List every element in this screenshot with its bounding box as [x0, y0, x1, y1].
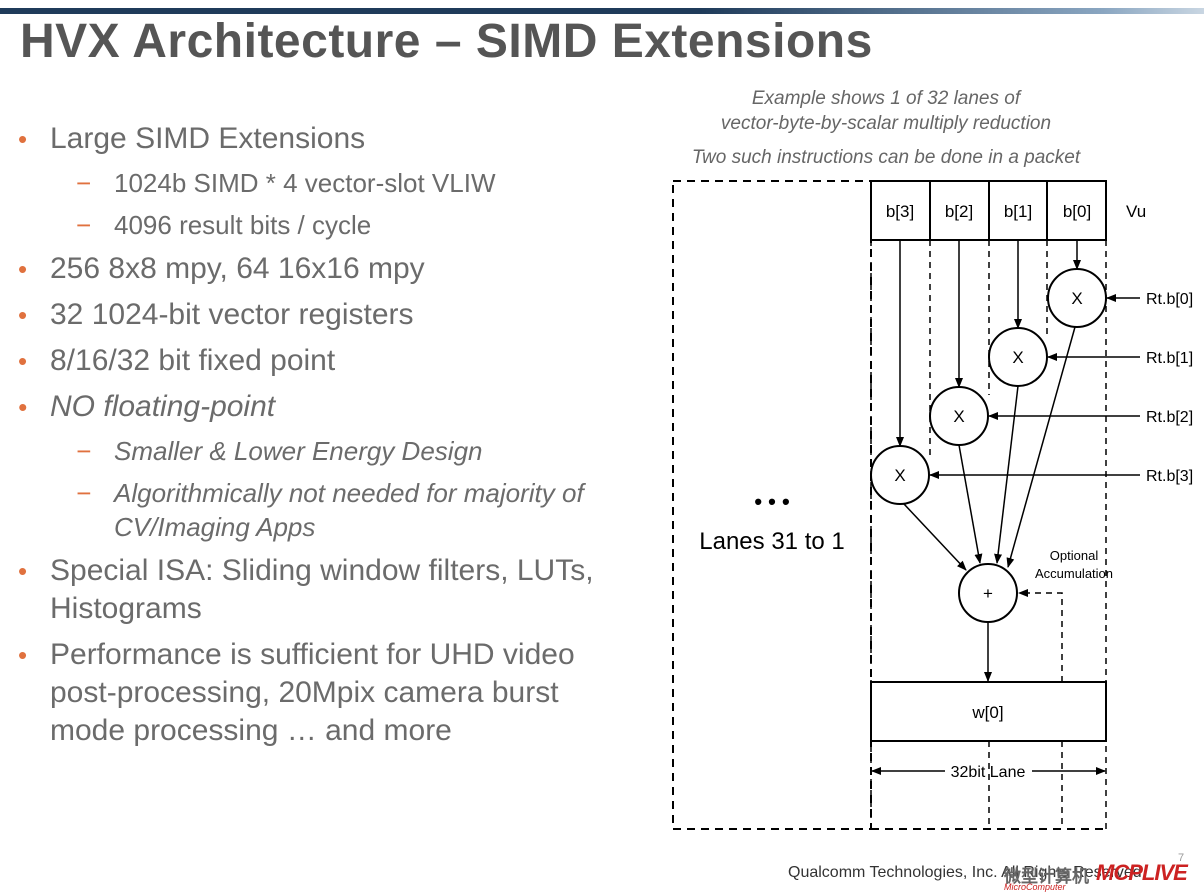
- output-label: w[0]: [971, 703, 1003, 722]
- multiplier-2-symbol: X: [953, 407, 964, 426]
- sub-bullet-item: −4096 result bits / cycle: [18, 208, 638, 242]
- bullet-item: • 32 1024-bit vector registers: [18, 296, 638, 334]
- bullet-marker: •: [18, 346, 28, 376]
- sub-bullet-marker: −: [76, 436, 92, 466]
- vu-cell-b3: b[3]: [886, 202, 914, 221]
- bullet-item: • 256 8x8 mpy, 64 16x16 mpy: [18, 250, 638, 288]
- caption-line-3: Two such instructions can be done in a p…: [692, 147, 1081, 168]
- caption-line-2: vector-byte-by-scalar multiply reduction: [721, 113, 1051, 134]
- bullet-text: Large SIMD Extensions: [50, 122, 366, 155]
- title-bar-dark: [0, 8, 700, 14]
- sub-bullet-item: −1024b SIMD * 4 vector-slot VLIW: [18, 166, 638, 200]
- watermark-en: MicroComputer: [1004, 882, 1066, 892]
- vu-cell-b1: b[1]: [1004, 202, 1032, 221]
- accumulation-label: Accumulation: [1035, 566, 1113, 581]
- bullet-text: Performance is sufficient for UHD video …: [50, 638, 575, 747]
- rt-label-b0: Rt.b[0]: [1146, 291, 1193, 308]
- watermark-brand: MCPLIVE: [1096, 860, 1188, 885]
- sub-bullet-marker: −: [76, 168, 92, 198]
- bullet-text: 256 8x8 mpy, 64 16x16 mpy: [50, 252, 425, 285]
- sub-bullet-item: −Smaller & Lower Energy Design: [18, 434, 638, 468]
- title-bar-accent: [0, 0, 1204, 14]
- arrow-mult2-to-adder: [958, 444, 983, 564]
- bullet-item: • Special ISA: Sliding window filters, LU…: [18, 552, 638, 628]
- arrow-mult3-to-adder: [903, 503, 967, 571]
- sub-bullet-marker: −: [76, 210, 92, 240]
- watermark-logo: 微型计算机 MicroComputer MCPLIVE: [1004, 860, 1188, 892]
- caption-line-1: Example shows 1 of 32 lanes of: [752, 88, 1022, 109]
- vu-cell-b0: b[0]: [1063, 202, 1091, 221]
- rt-label-b1: Rt.b[1]: [1146, 350, 1193, 367]
- output-register: [870, 681, 1107, 742]
- sub-bullet-marker: −: [76, 478, 92, 508]
- bullet-marker: •: [18, 556, 28, 586]
- adder-symbol: +: [983, 584, 993, 603]
- title-bar-light: [700, 8, 1204, 14]
- accumulation-feedback-path: [1018, 589, 1063, 682]
- bullet-text: Special ISA: Sliding window filters, LUT…: [50, 554, 594, 625]
- bullet-item: • 8/16/32 bit fixed point: [18, 342, 638, 380]
- arrow-mult0-to-adder: [1006, 326, 1076, 568]
- slide-title: HVX Architecture – SIMD Extensions: [20, 15, 873, 68]
- bullet-item: • Performance is sufficient for UHD video…: [18, 636, 638, 750]
- bullet-marker: •: [18, 300, 28, 330]
- bullet-marker: •: [18, 124, 28, 154]
- bullet-marker: •: [18, 640, 28, 670]
- bullet-marker: •: [18, 254, 28, 284]
- footer-copyright: Qualcomm Technologies, Inc. All Rights R…: [788, 864, 1142, 881]
- multiplier-0-symbol: X: [1071, 289, 1082, 308]
- sub-bullet-text: 1024b SIMD * 4 vector-slot VLIW: [114, 168, 496, 198]
- lanes-label: Lanes 31 to 1: [699, 528, 844, 555]
- multiplier-1-symbol: X: [1012, 348, 1023, 367]
- arrow-mult1-to-adder: [994, 385, 1019, 564]
- sub-bullet-text: Smaller & Lower Energy Design: [114, 436, 483, 466]
- lanes-ellipsis: • • •: [754, 489, 789, 514]
- sub-bullet-text: 4096 result bits / cycle: [114, 210, 372, 240]
- optional-label: Optional: [1050, 548, 1099, 563]
- rt-label-b3: Rt.b[3]: [1146, 468, 1193, 485]
- sub-bullet-text: Algorithmically not needed for majority …: [114, 478, 584, 542]
- sub-bullet-item: −Algorithmically not needed for majority…: [18, 476, 638, 544]
- bullet-text: NO floating-point: [50, 390, 276, 423]
- bullet-text: 32 1024-bit vector registers: [50, 298, 414, 331]
- bullet-item: • NO floating-point: [18, 388, 638, 426]
- vu-cell-b2: b[2]: [945, 202, 973, 221]
- bullet-list: •Large SIMD Extensions−1024b SIMD * 4 ve…: [18, 120, 638, 758]
- page-number: 7: [1178, 852, 1185, 864]
- bullet-text: 8/16/32 bit fixed point: [50, 344, 336, 377]
- watermark-cn: 微型计算机: [1004, 867, 1089, 886]
- multiplier-3-symbol: X: [894, 466, 905, 485]
- bullet-item: • Large SIMD Extensions: [18, 120, 638, 158]
- vu-label: Vu: [1126, 202, 1146, 221]
- rt-label-b2: Rt.b[2]: [1146, 409, 1193, 426]
- lane-width-label: 32bit Lane: [951, 764, 1026, 781]
- bullet-marker: •: [18, 392, 28, 422]
